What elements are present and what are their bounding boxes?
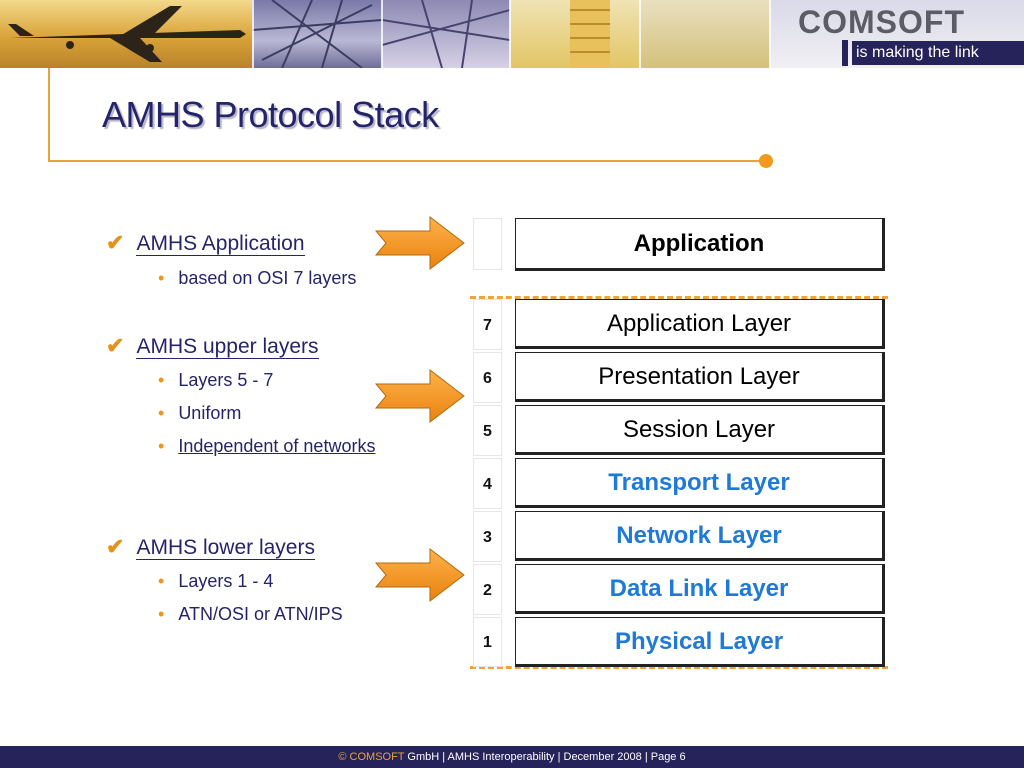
layer-transport: Transport Layer — [515, 458, 885, 508]
header-banner: COMSOFT is making the link — [0, 0, 1024, 68]
layer-number: 1 — [473, 617, 502, 667]
footer: © COMSOFT GmbH | AMHS Interoperability |… — [0, 746, 1024, 768]
bullet-amhs-upper-layers: ✔AMHS upper layers — [106, 333, 319, 359]
footer-text: GmbH | AMHS Interoperability | December … — [404, 751, 686, 763]
bullet-dot-icon: • — [158, 571, 165, 591]
title-dot-icon — [759, 154, 773, 168]
layer-number: 7 — [473, 299, 502, 350]
bullet-amhs-application: ✔AMHS Application — [106, 230, 305, 256]
layer-number: 5 — [473, 405, 502, 456]
page-title: AMHS Protocol Stack — [102, 94, 439, 135]
sub-bullet: •ATN/OSI or ATN/IPS — [158, 604, 343, 624]
sub-bullet: •Layers 5 - 7 — [158, 370, 274, 390]
layer-number: 3 — [473, 511, 502, 562]
logo-stripe — [842, 40, 848, 66]
arrow-right-icon — [374, 215, 465, 271]
sub-bullet: •based on OSI 7 layers — [158, 268, 357, 288]
logo-tagline: is making the link — [852, 41, 1024, 65]
bullet-dot-icon: • — [158, 268, 165, 288]
sub-bullet: •Uniform — [158, 403, 242, 423]
layer-session: Session Layer — [515, 405, 885, 455]
checkmark-icon: ✔ — [106, 333, 125, 358]
layer-number: 4 — [473, 458, 502, 509]
bullet-dot-icon: • — [158, 436, 165, 456]
controller-photo — [640, 0, 770, 68]
application-box: Application — [515, 218, 885, 271]
airplane-icon — [8, 6, 246, 62]
bullet-dot-icon: • — [158, 604, 165, 624]
layer-number: 2 — [473, 564, 502, 615]
antenna-photo — [251, 0, 383, 68]
bullet-amhs-lower-layers: ✔AMHS lower layers — [106, 534, 315, 560]
title-underline — [48, 160, 764, 162]
arrow-right-icon — [374, 547, 465, 603]
layer-network: Network Layer — [515, 511, 885, 561]
layer-number: 6 — [473, 352, 502, 403]
upper-dashed-boundary — [470, 296, 888, 299]
layer-physical: Physical Layer — [515, 617, 885, 667]
bullet-dot-icon: • — [158, 370, 165, 390]
checkmark-icon: ✔ — [106, 230, 125, 255]
sub-bullet-link[interactable]: •Independent of networks — [158, 436, 376, 456]
airplane-photo — [0, 0, 252, 68]
layer-data-link: Data Link Layer — [515, 564, 885, 614]
sub-bullet: •Layers 1 - 4 — [158, 571, 274, 591]
layer-presentation: Presentation Layer — [515, 352, 885, 402]
application-number-box — [473, 218, 502, 270]
footer-brand: © COMSOFT — [338, 751, 405, 763]
lower-dashed-boundary — [470, 666, 888, 669]
company-logo: COMSOFT — [798, 4, 965, 40]
checkmark-icon: ✔ — [106, 534, 125, 559]
radar-photo — [381, 0, 511, 68]
bullet-dot-icon: • — [158, 403, 165, 423]
title-frame-vertical — [48, 68, 50, 162]
arrow-right-icon — [374, 368, 465, 424]
layer-application: Application Layer — [515, 299, 885, 349]
tower-photo — [510, 0, 640, 68]
